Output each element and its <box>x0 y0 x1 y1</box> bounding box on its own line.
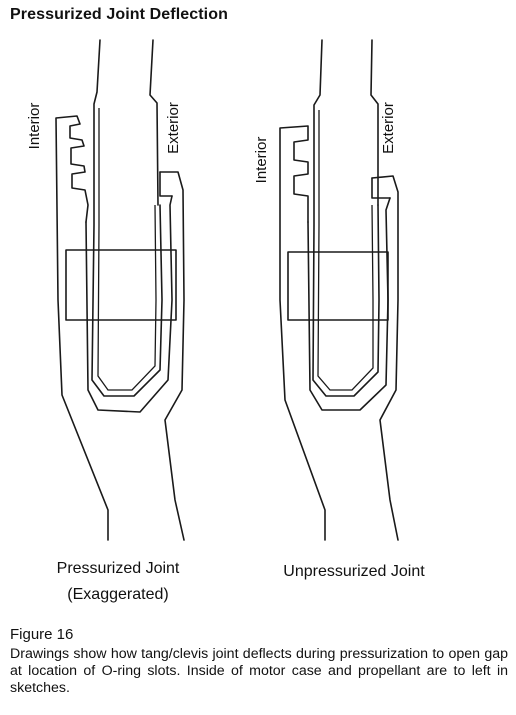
right-tang-inner-line <box>317 110 374 391</box>
right-clevis-leg-inner <box>371 177 391 199</box>
pressurized-joint-drawing: Interior Exterior Pressurized Joint (Exa… <box>26 39 185 603</box>
page-title: Pressurized Joint Deflection <box>10 6 228 23</box>
left-clevis-outer-profile <box>55 115 109 541</box>
right-tang-right-edge <box>370 39 379 206</box>
right-clevis-outer-leg <box>371 175 399 541</box>
figure-caption: Drawings show how tang/clevis joint defl… <box>10 646 508 696</box>
left-tang-left-edge <box>91 39 163 397</box>
left-tang-inner-line <box>97 108 157 391</box>
right-tang-left-edge <box>312 39 380 397</box>
left-tang-right-edge <box>149 39 159 206</box>
left-pin-rectangle <box>65 249 177 321</box>
left-exterior-label: Exterior <box>165 102 182 154</box>
right-interior-label: Interior <box>253 137 270 184</box>
right-caption-line1: Unpressurized Joint <box>283 563 425 580</box>
left-clevis-inner-wall <box>85 195 173 413</box>
left-clevis-leg-inner <box>159 171 173 197</box>
left-interior-label: Interior <box>26 103 43 150</box>
right-clevis-outer-profile <box>279 125 326 541</box>
right-exterior-label: Exterior <box>380 102 397 154</box>
unpressurized-joint-drawing: Interior Exterior Unpressurized Joint <box>253 39 425 580</box>
left-caption-line1: Pressurized Joint <box>57 560 180 577</box>
figure-label: Figure 16 <box>10 626 74 643</box>
left-clevis-outer-leg <box>159 171 185 541</box>
right-clevis-inner-wall <box>307 197 391 411</box>
right-pin-rectangle <box>287 251 389 321</box>
left-caption-line2: (Exaggerated) <box>67 586 168 603</box>
